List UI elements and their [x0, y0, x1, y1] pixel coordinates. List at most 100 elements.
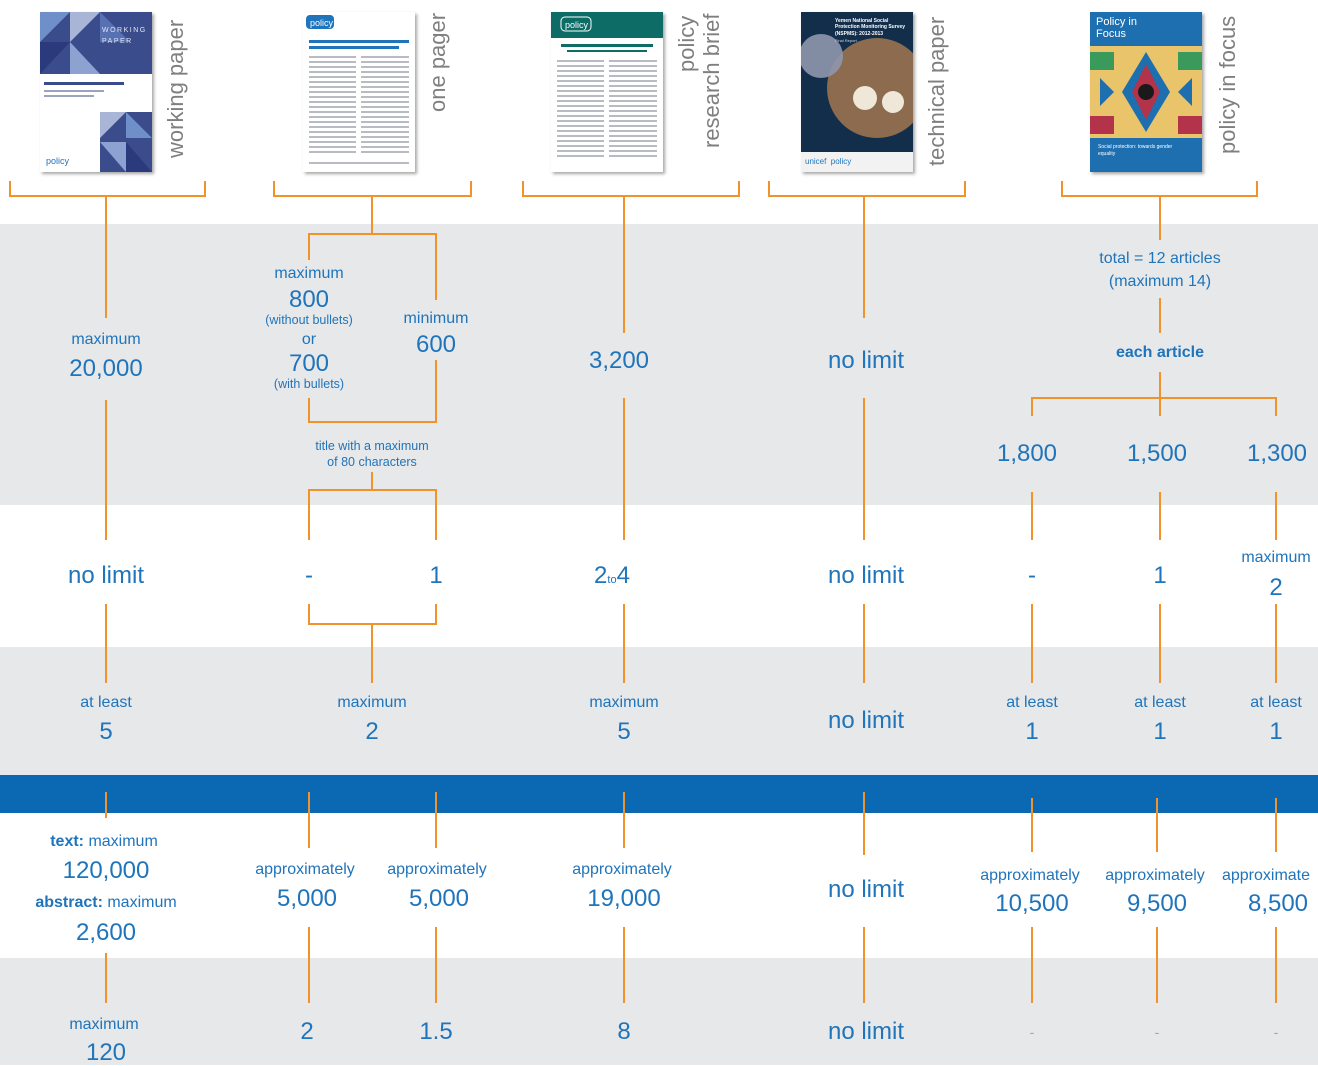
working-paper-cover-header: WORKING PAPER [102, 27, 147, 45]
policy-in-focus-row4-article-3-label: approximate [1221, 867, 1311, 884]
one-pager-title-note-line-2: of 80 characters [327, 455, 417, 469]
one-pager-row4-col2-value: 5,000 [408, 885, 470, 912]
working-paper-row3-value: 5 [99, 718, 113, 745]
row-band-separator [0, 775, 1318, 813]
policy-research-brief-row2-to: 4 [616, 562, 630, 589]
policy-research-brief-row5-value: 8 [617, 1018, 631, 1045]
one-pager-thumbnail: policy [303, 12, 415, 172]
policy-in-focus-row2-article-3-label: maximum [1241, 549, 1311, 566]
working-paper-row1-label: maximum [71, 331, 141, 348]
technical-paper-row3-value: no limit [827, 707, 905, 734]
policy-in-focus-row3-article-1-value: 1 [1025, 718, 1039, 745]
technical-paper-label: technical paper [924, 16, 949, 166]
policy-in-focus-total-line-2: (maximum 14) [1108, 273, 1212, 290]
policy-in-focus-row3-article-2-value: 1 [1153, 718, 1167, 745]
one-pager-row4-col1-value: 5,000 [276, 885, 338, 912]
policy-in-focus-thumbnail: Policy in Focus Social protection: towar… [1090, 12, 1202, 172]
technical-paper-row5-value: no limit [827, 1018, 905, 1045]
bracket-policy-in-focus [1061, 181, 1258, 197]
working-paper-row4-text-value: 120,000 [62, 857, 150, 884]
policy-research-brief-row3-label: maximum [589, 694, 659, 711]
one-pager-row3-label: maximum [337, 694, 407, 711]
one-pager-row5-col1-value: 2 [300, 1018, 314, 1045]
working-paper-thumbnail: policy WORKING PAPER [40, 12, 152, 172]
policy-in-focus-row3-article-3-label: at least [1250, 694, 1302, 711]
policy-research-brief-row1-value: 3,200 [588, 347, 650, 374]
policy-in-focus-label: policy in focus [1215, 15, 1240, 154]
bracket-technical-paper [768, 181, 966, 197]
technical-paper-cover-subtitle: Final Report [835, 38, 857, 43]
working-paper-row5-value: 120 [85, 1039, 127, 1066]
policy-research-brief-thumbnail: policy [551, 12, 663, 172]
one-pager-row5-col2-value: 1.5 [419, 1018, 453, 1045]
policy-research-brief-label-line-1: policy [674, 15, 699, 72]
technical-paper-row4-value: no limit [827, 876, 905, 903]
policy-in-focus-row5-article-2: - [1154, 1024, 1160, 1040]
working-paper-row4-text-line: text: maximum [50, 833, 158, 851]
policy-in-focus-row3-article-2-label: at least [1134, 694, 1186, 711]
policy-in-focus-each-article: each article [1115, 344, 1205, 361]
working-paper-row4-abstract-line: abstract: maximum [35, 894, 176, 912]
working-paper-row1-value: 20,000 [69, 355, 143, 382]
technical-paper-cover-title: Yemen National Social Protection Monitor… [835, 18, 906, 37]
one-pager-max-value-1: 800 [288, 286, 330, 313]
technical-paper-row1-value: no limit [827, 347, 905, 374]
working-paper-abstract-label: abstract: [35, 894, 103, 911]
one-pager-row4-col1-label: approximately [255, 861, 355, 878]
row-band-3 [0, 647, 1318, 775]
policy-in-focus-row2-article-3-value: 2 [1269, 574, 1283, 601]
policy-in-focus-row3-article-1-label: at least [1006, 694, 1058, 711]
policy-research-brief-row4-value: 19,000 [587, 885, 661, 912]
policy-in-focus-row4-article-1-label: approximately [980, 867, 1080, 884]
one-pager-max-note-1: (without bullets) [265, 313, 353, 327]
policy-research-brief-row2-to-word: to [607, 574, 617, 586]
working-paper-cover-graphic: policy [40, 12, 152, 172]
one-pager-title-note-line-1: title with a maximum [315, 439, 429, 453]
technical-paper-cover-graphic [801, 34, 913, 172]
policy-in-focus-footer: Social protection: towards gender equali… [1098, 144, 1173, 157]
bracket-policy-research-brief [522, 181, 740, 197]
working-paper-text-suffix: maximum [84, 833, 158, 850]
policy-research-brief-row2-range: 2to4 [594, 562, 630, 589]
policy-in-focus-article-1-words: 1,800 [996, 440, 1058, 467]
one-pager-row2-value-1: - [305, 562, 313, 589]
working-paper-abstract-suffix: maximum [102, 894, 177, 911]
policy-in-focus-row3-article-3-value: 1 [1269, 718, 1283, 745]
one-pager-max-label: maximum [274, 265, 344, 282]
policy-in-focus-row2-article-1: - [1028, 562, 1036, 589]
technical-paper-cover-logos: unicef policy [805, 157, 852, 166]
working-paper-row5-label: maximum [69, 1016, 139, 1033]
row-band-5 [0, 958, 1318, 1065]
policy-in-focus-row4-article-1-value: 10,500 [995, 890, 1069, 917]
one-pager-cover-graphic: policy [306, 15, 409, 164]
policy-research-brief-brand: policy [565, 20, 589, 30]
working-paper-row4-abstract-value: 2,600 [75, 919, 137, 946]
policy-in-focus-article-2-words: 1,500 [1126, 440, 1188, 467]
one-pager-row2-value-2: 1 [429, 562, 443, 589]
one-pager-max-note-2: (with bullets) [273, 377, 345, 391]
one-pager-min-value: 600 [415, 331, 457, 358]
policy-in-focus-article-3-words: 1,300 [1246, 440, 1308, 467]
policy-in-focus-total-line-1: total = 12 articles [1099, 250, 1221, 267]
policy-research-brief-label-line-2: research brief [699, 13, 724, 148]
policy-in-focus-row5-article-1: - [1029, 1024, 1035, 1040]
one-pager-row4-col2-label: approximately [387, 861, 487, 878]
working-paper-text-label: text: [50, 833, 84, 850]
policy-research-brief-row4-label: approximately [572, 861, 672, 878]
row-band-1 [0, 224, 1318, 505]
policy-in-focus-masthead: Policy in Focus [1096, 16, 1137, 41]
policy-in-focus-row2-article-2: 1 [1153, 562, 1167, 589]
policy-research-brief-cover-graphic: policy [551, 12, 663, 157]
working-paper-row2-value: no limit [67, 562, 145, 589]
policy-in-focus-row4-article-2-label: approximately [1105, 867, 1205, 884]
policy-research-brief-row3-value: 5 [617, 718, 631, 745]
policy-in-focus-cover-graphic [1090, 46, 1202, 138]
working-paper-label: working paper [163, 19, 188, 158]
policy-in-focus-row5-article-3: - [1273, 1024, 1279, 1040]
one-pager-min-label: minimum [403, 310, 469, 327]
one-pager-brand: policy [310, 18, 334, 28]
technical-paper-row2-value: no limit [827, 562, 905, 589]
bracket-working-paper [9, 181, 206, 197]
working-paper-brand: policy [46, 156, 70, 166]
